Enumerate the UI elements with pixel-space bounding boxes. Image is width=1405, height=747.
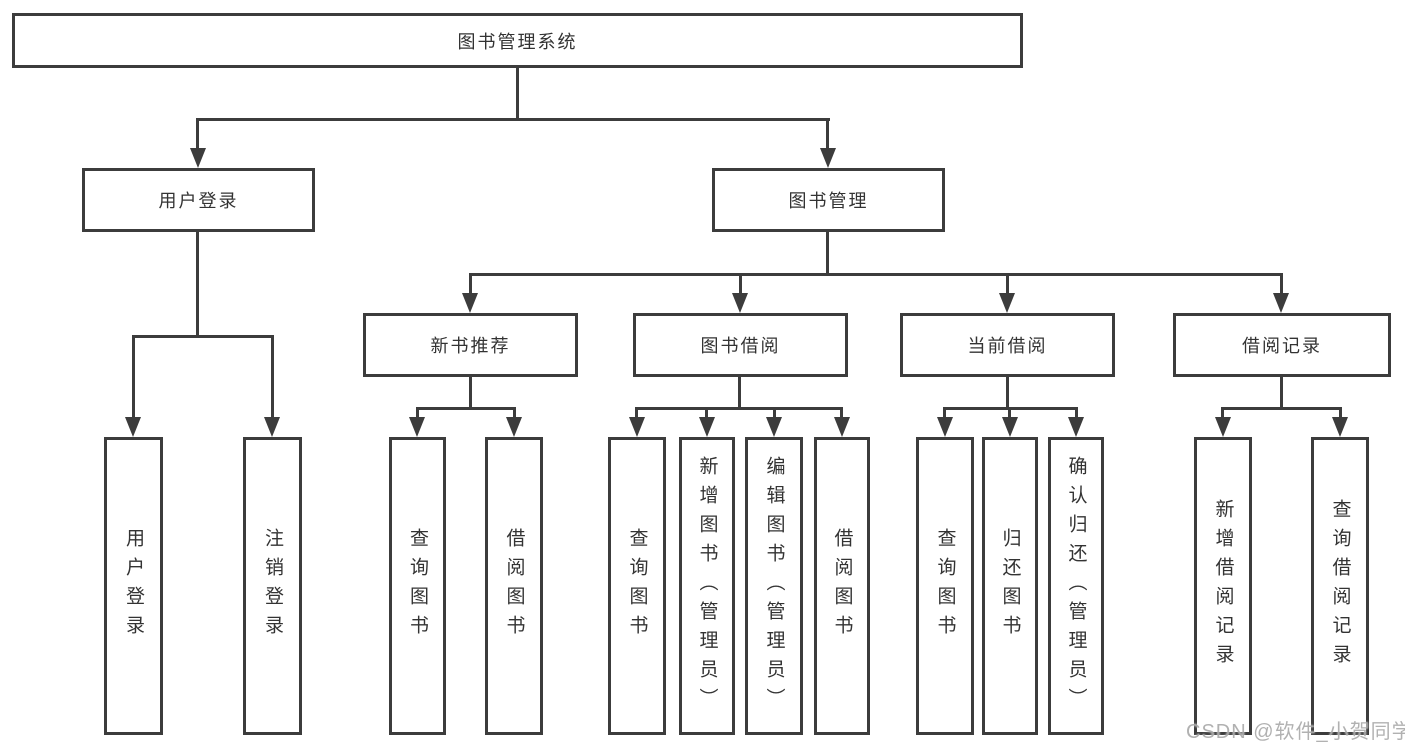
arrowhead-book-management <box>820 148 836 168</box>
arrowhead-nb-query <box>409 417 425 437</box>
arrowhead-user-login <box>190 148 206 168</box>
node-new-book-recommend-label: 新书推荐 <box>430 336 511 356</box>
arrowhead-new-book <box>462 293 478 313</box>
node-cb-confirm-return-label: 确认归还（管理员） <box>1065 455 1087 717</box>
node-current-borrowing-label: 当前借阅 <box>967 336 1048 356</box>
arrowhead-borrowing-records <box>1273 293 1289 313</box>
node-borrowing-records: 借阅记录 <box>1173 313 1391 377</box>
connector-drop-nb-query <box>416 407 419 419</box>
arrowhead-br-query <box>1332 417 1348 437</box>
connector-root-rail <box>196 118 830 121</box>
arrowhead-bb-borrow <box>834 417 850 437</box>
node-cb-query-books-label: 查询图书 <box>934 528 956 644</box>
connector-drop-book-borrowing <box>739 273 742 295</box>
connector-drop-cb-confirm <box>1075 407 1078 419</box>
node-br-add-record: 新增借阅记录 <box>1194 437 1252 735</box>
arrowhead-book-borrowing <box>732 293 748 313</box>
arrowhead-cb-return <box>1002 417 1018 437</box>
node-br-add-record-label: 新增借阅记录 <box>1212 499 1234 673</box>
connector-borrowing-records-stem <box>1280 377 1283 407</box>
connector-drop-ul-logout <box>271 335 274 419</box>
connector-user-login-stem <box>196 232 199 335</box>
connector-drop-nb-borrow <box>513 407 516 419</box>
node-bb-add-books: 新增图书（管理员） <box>679 437 735 735</box>
connector-drop-bb-add <box>705 407 708 419</box>
connector-new-book-stem <box>469 377 472 407</box>
connector-drop-book-management <box>826 118 829 150</box>
node-ul-logout-label: 注销登录 <box>262 528 283 644</box>
node-bb-edit-books: 编辑图书（管理员） <box>745 437 803 735</box>
arrowhead-bb-edit <box>766 417 782 437</box>
connector-drop-ul-user-login <box>132 335 135 419</box>
node-cb-query-books: 查询图书 <box>916 437 974 735</box>
connector-book-management-stem <box>826 232 829 273</box>
node-new-book-recommend: 新书推荐 <box>363 313 578 377</box>
node-nb-borrow-books-label: 借阅图书 <box>503 528 525 644</box>
connector-drop-cb-return <box>1008 407 1011 419</box>
arrowhead-ul-user-login <box>125 417 141 437</box>
node-book-management: 图书管理 <box>712 168 945 232</box>
arrowhead-current-borrowing <box>999 293 1015 313</box>
arrowhead-cb-confirm <box>1068 417 1084 437</box>
node-bb-query-books-label: 查询图书 <box>626 528 648 644</box>
node-book-borrowing: 图书借阅 <box>633 313 848 377</box>
node-book-borrowing-label: 图书借阅 <box>700 336 781 356</box>
connector-root-stem <box>516 68 519 118</box>
connector-drop-current-borrowing <box>1006 273 1009 295</box>
node-br-query-record-label: 查询借阅记录 <box>1329 499 1351 673</box>
node-cb-return-books-label: 归还图书 <box>999 528 1021 644</box>
connector-drop-br-query <box>1339 407 1342 419</box>
connector-drop-bb-query <box>635 407 638 419</box>
node-bb-edit-books-label: 编辑图书（管理员） <box>763 455 785 717</box>
node-bb-query-books: 查询图书 <box>608 437 666 735</box>
connector-drop-user-login <box>196 118 199 150</box>
arrowhead-bb-query <box>629 417 645 437</box>
node-cb-confirm-return: 确认归还（管理员） <box>1048 437 1104 735</box>
connector-user-login-rail <box>132 335 274 338</box>
arrowhead-cb-query <box>937 417 953 437</box>
node-user-login-label: 用户登录 <box>158 191 239 211</box>
connector-book-borrowing-stem <box>738 377 741 407</box>
node-nb-borrow-books: 借阅图书 <box>485 437 543 735</box>
arrowhead-nb-borrow <box>506 417 522 437</box>
connector-drop-bb-edit <box>773 407 776 419</box>
node-br-query-record: 查询借阅记录 <box>1311 437 1369 735</box>
connector-current-borrowing-stem <box>1006 377 1009 407</box>
node-bb-borrow-books-label: 借阅图书 <box>831 528 853 644</box>
node-bb-borrow-books: 借阅图书 <box>814 437 870 735</box>
node-cb-return-books: 归还图书 <box>982 437 1038 735</box>
connector-new-book-rail <box>416 407 516 410</box>
connector-drop-cb-query <box>943 407 946 419</box>
node-borrowing-records-label: 借阅记录 <box>1242 336 1322 356</box>
node-ul-user-login: 用户登录 <box>104 437 163 735</box>
connector-drop-new-book <box>469 273 472 295</box>
arrowhead-ul-logout <box>264 417 280 437</box>
arrowhead-br-add <box>1215 417 1231 437</box>
connector-drop-br-add <box>1221 407 1224 419</box>
node-ul-logout: 注销登录 <box>243 437 302 735</box>
node-bb-add-books-label: 新增图书（管理员） <box>696 455 718 717</box>
node-root-label: 图书管理系统 <box>457 31 578 52</box>
node-root: 图书管理系统 <box>12 13 1023 68</box>
node-book-management-label: 图书管理 <box>788 191 869 211</box>
connector-book-management-rail <box>469 273 1283 276</box>
node-ul-user-login-label: 用户登录 <box>123 528 144 644</box>
connector-drop-bb-borrow <box>840 407 843 419</box>
node-nb-query-books: 查询图书 <box>389 437 446 735</box>
node-nb-query-books-label: 查询图书 <box>407 528 428 644</box>
arrowhead-bb-add <box>699 417 715 437</box>
node-current-borrowing: 当前借阅 <box>900 313 1115 377</box>
connector-borrowing-records-rail <box>1221 407 1342 410</box>
connector-book-borrowing-rail <box>635 407 843 410</box>
node-user-login: 用户登录 <box>82 168 315 232</box>
connector-drop-borrowing-records <box>1280 273 1283 295</box>
